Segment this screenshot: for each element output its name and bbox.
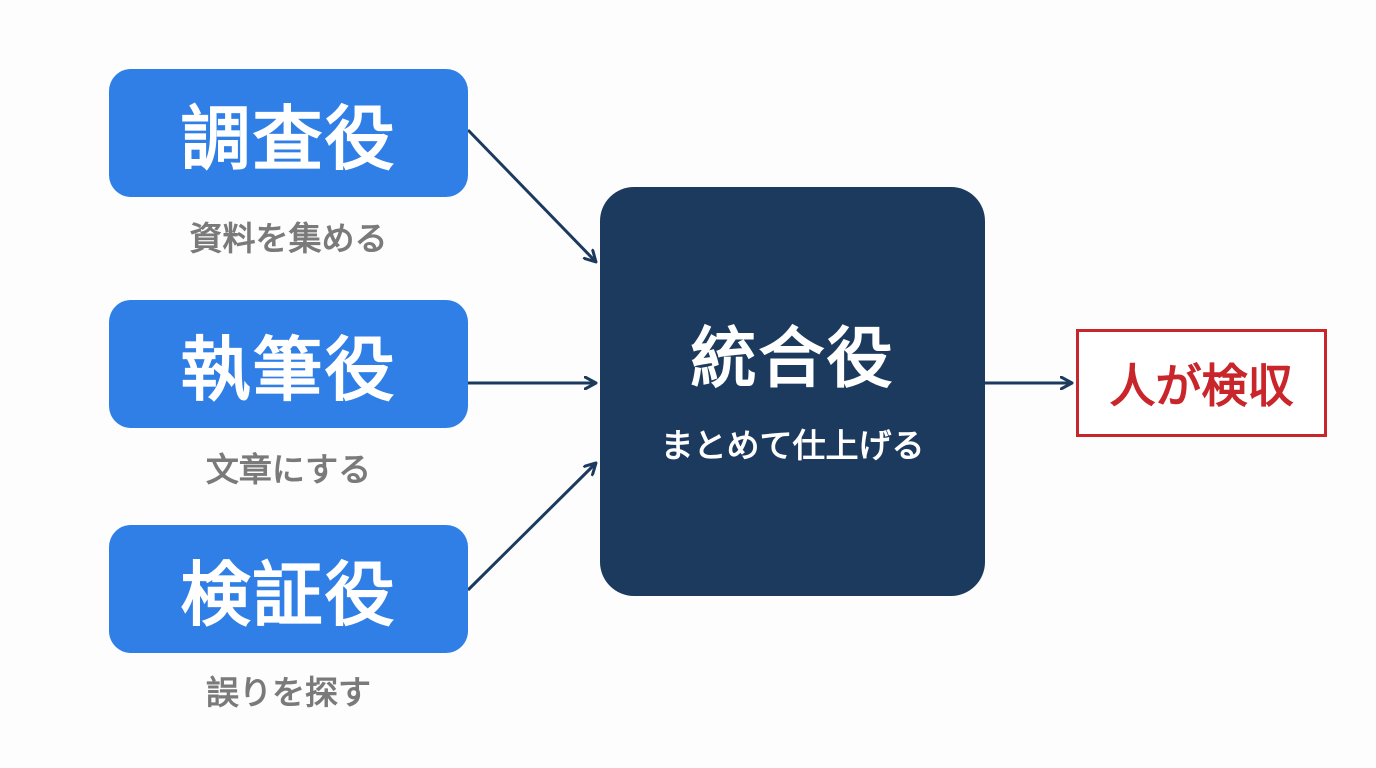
output-box: 人が検収 — [1076, 329, 1327, 437]
role-box-writing: 執筆役 — [109, 300, 468, 428]
integrator-box: 統合役 まとめて仕上げる — [600, 187, 985, 596]
role-label-verify: 検証役 — [180, 553, 397, 636]
output-label: 人が検収 — [1109, 359, 1294, 413]
role-caption-verify: 誤りを探す — [206, 673, 371, 712]
role-box-verify: 検証役 — [109, 525, 468, 653]
role-label-research: 調査役 — [180, 97, 397, 180]
role-caption-writing: 文章にする — [205, 450, 372, 489]
integrator-label: 統合役 — [690, 319, 895, 397]
role-label-writing: 執筆役 — [180, 328, 397, 411]
arrow-research-to-integrator — [466, 128, 596, 262]
arrow-verify-to-integrator — [466, 463, 596, 592]
integrator-caption: まとめて仕上げる — [660, 425, 925, 465]
role-box-research: 調査役 — [109, 69, 468, 197]
role-caption-research: 資料を集める — [189, 219, 388, 258]
